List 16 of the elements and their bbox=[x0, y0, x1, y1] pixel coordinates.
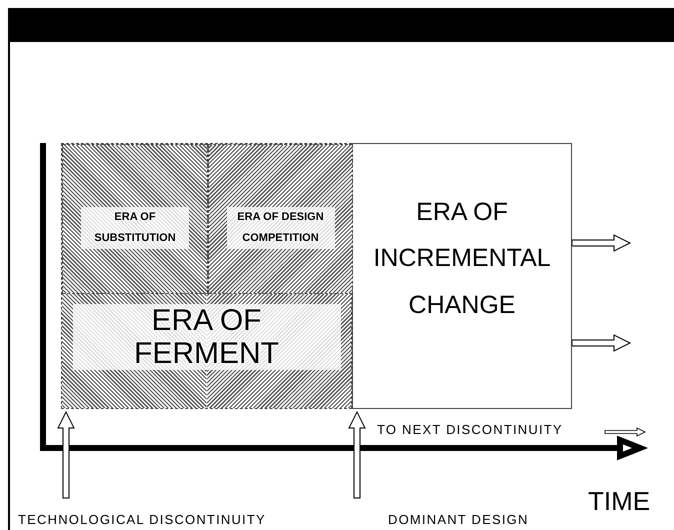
milestone-label: TECHNOLOGICAL DISCONTINUITY bbox=[18, 512, 266, 527]
hatched-era-panel bbox=[208, 144, 353, 294]
hollow-arrow bbox=[572, 334, 632, 352]
era-title: ERA OF SUBSTITUTION bbox=[81, 207, 189, 249]
hatched-era-panel bbox=[62, 144, 208, 294]
era-title: ERA OF DESIGN COMPETITION bbox=[226, 207, 334, 249]
milestone-label: DOMINANT DESIGN bbox=[388, 512, 529, 527]
hollow-arrow bbox=[348, 410, 366, 498]
era-title: ERA OF FERMENT bbox=[72, 304, 341, 370]
era-title: ERA OF INCREMENTAL CHANGE bbox=[372, 197, 552, 320]
axis-label: TIME bbox=[588, 486, 650, 517]
era-box bbox=[352, 143, 572, 409]
annotation-text: TO NEXT DISCONTINUITY bbox=[377, 422, 563, 437]
era-region bbox=[61, 143, 352, 409]
hollow-arrow bbox=[57, 410, 75, 498]
hollow-arrow bbox=[572, 234, 632, 252]
